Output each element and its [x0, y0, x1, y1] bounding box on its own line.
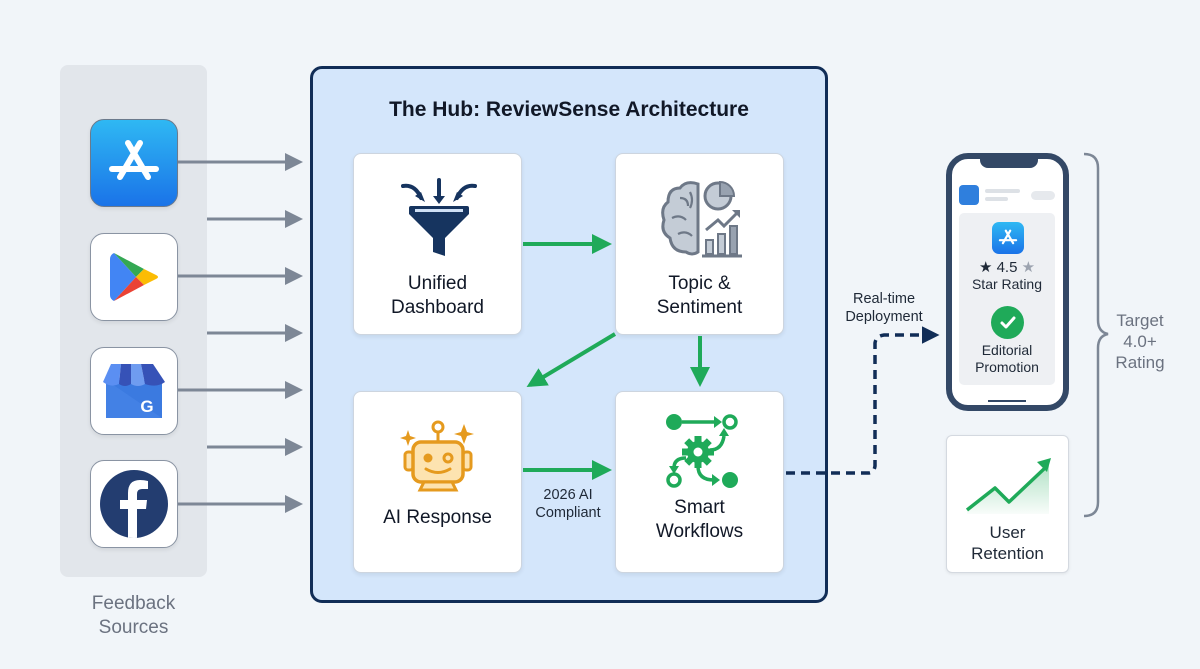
card-label: Smart Workflows	[616, 496, 783, 544]
star-icon: ★	[978, 259, 993, 276]
placeholder-line	[985, 197, 1008, 201]
source-google-play	[90, 233, 178, 321]
trend-up-icon	[965, 458, 1051, 514]
google-play-icon	[110, 253, 158, 301]
card-label-line: Dashboard	[391, 297, 484, 318]
phone-app-store-badge	[992, 222, 1024, 254]
star-rating-label: Star Rating	[971, 276, 1043, 292]
workflow-gear-icon	[666, 414, 738, 488]
phone-notch	[980, 157, 1038, 168]
edge-label-line: Compliant	[535, 505, 601, 521]
card-label: Topic & Sentiment	[616, 272, 783, 320]
check-icon	[1000, 316, 1015, 328]
star-rating-row: ★ 4.5 ★	[959, 258, 1055, 276]
target-bracket	[1083, 152, 1109, 518]
target-line: Target	[1116, 311, 1164, 330]
edge-label-compliance: 2026 AI Compliant	[528, 486, 608, 522]
card-ai-response[interactable]: AI Response	[353, 391, 522, 573]
brain-analytics-icon	[661, 180, 742, 258]
card-label-line: Smart	[674, 497, 725, 518]
feedback-sources-caption: Feedback Sources	[60, 592, 207, 640]
card-label: AI Response	[383, 507, 492, 528]
target-rating-label: Target 4.0+ Rating	[1108, 310, 1172, 373]
flow-arrow-topic-to-ai	[526, 332, 617, 388]
hub-title: The Hub: ReviewSense Architecture	[389, 98, 749, 121]
card-label-line: Sentiment	[656, 297, 743, 318]
placeholder-pill	[1031, 191, 1055, 200]
check-badge	[991, 306, 1024, 339]
facebook-icon	[100, 470, 168, 538]
deployment-label-line: Deployment	[845, 309, 923, 325]
retention-line: User	[989, 523, 1026, 542]
editorial-promotion-label: Editorial Promotion	[959, 342, 1055, 376]
card-label: Unified Dashboard	[354, 272, 521, 320]
app-store-icon	[109, 140, 159, 180]
home-indicator	[988, 400, 1026, 402]
robot-icon	[400, 420, 474, 492]
google-business-icon: G	[103, 364, 165, 418]
app-thumbnail	[959, 185, 979, 205]
card-smart-workflows[interactable]: Smart Workflows	[615, 391, 784, 573]
target-line: 4.0+	[1123, 332, 1157, 351]
source-facebook	[90, 460, 178, 548]
retention-label: User Retention	[947, 522, 1068, 564]
card-label-line: Workflows	[655, 521, 744, 542]
promo-line: Promotion	[975, 359, 1039, 375]
source-app-store	[90, 119, 178, 207]
caption-line: Sources	[98, 617, 169, 638]
user-retention-card[interactable]: User Retention	[946, 435, 1069, 573]
card-label-line: Topic &	[668, 273, 731, 294]
placeholder-line	[985, 189, 1020, 193]
half-star-icon: ★	[1021, 259, 1036, 276]
retention-line: Retention	[971, 544, 1044, 563]
card-unified-dashboard[interactable]: Unified Dashboard	[353, 153, 522, 335]
promo-line: Editorial	[981, 342, 1033, 358]
app-store-icon	[998, 229, 1018, 245]
google-business-badge: G	[140, 397, 153, 416]
card-topic-sentiment[interactable]: Topic & Sentiment	[615, 153, 784, 335]
rating-value: 4.5	[996, 259, 1018, 276]
deployment-label-line: Real-time	[852, 291, 916, 307]
funnel-icon	[401, 178, 477, 256]
edge-label-line: 2026 AI	[543, 487, 593, 503]
source-google-business: G	[90, 347, 178, 435]
target-line: Rating	[1115, 353, 1165, 372]
deployment-arrow	[786, 326, 940, 475]
deployment-label: Real-time Deployment	[832, 290, 936, 326]
caption-line: Feedback	[91, 593, 176, 614]
card-label-line: Unified	[407, 273, 468, 294]
